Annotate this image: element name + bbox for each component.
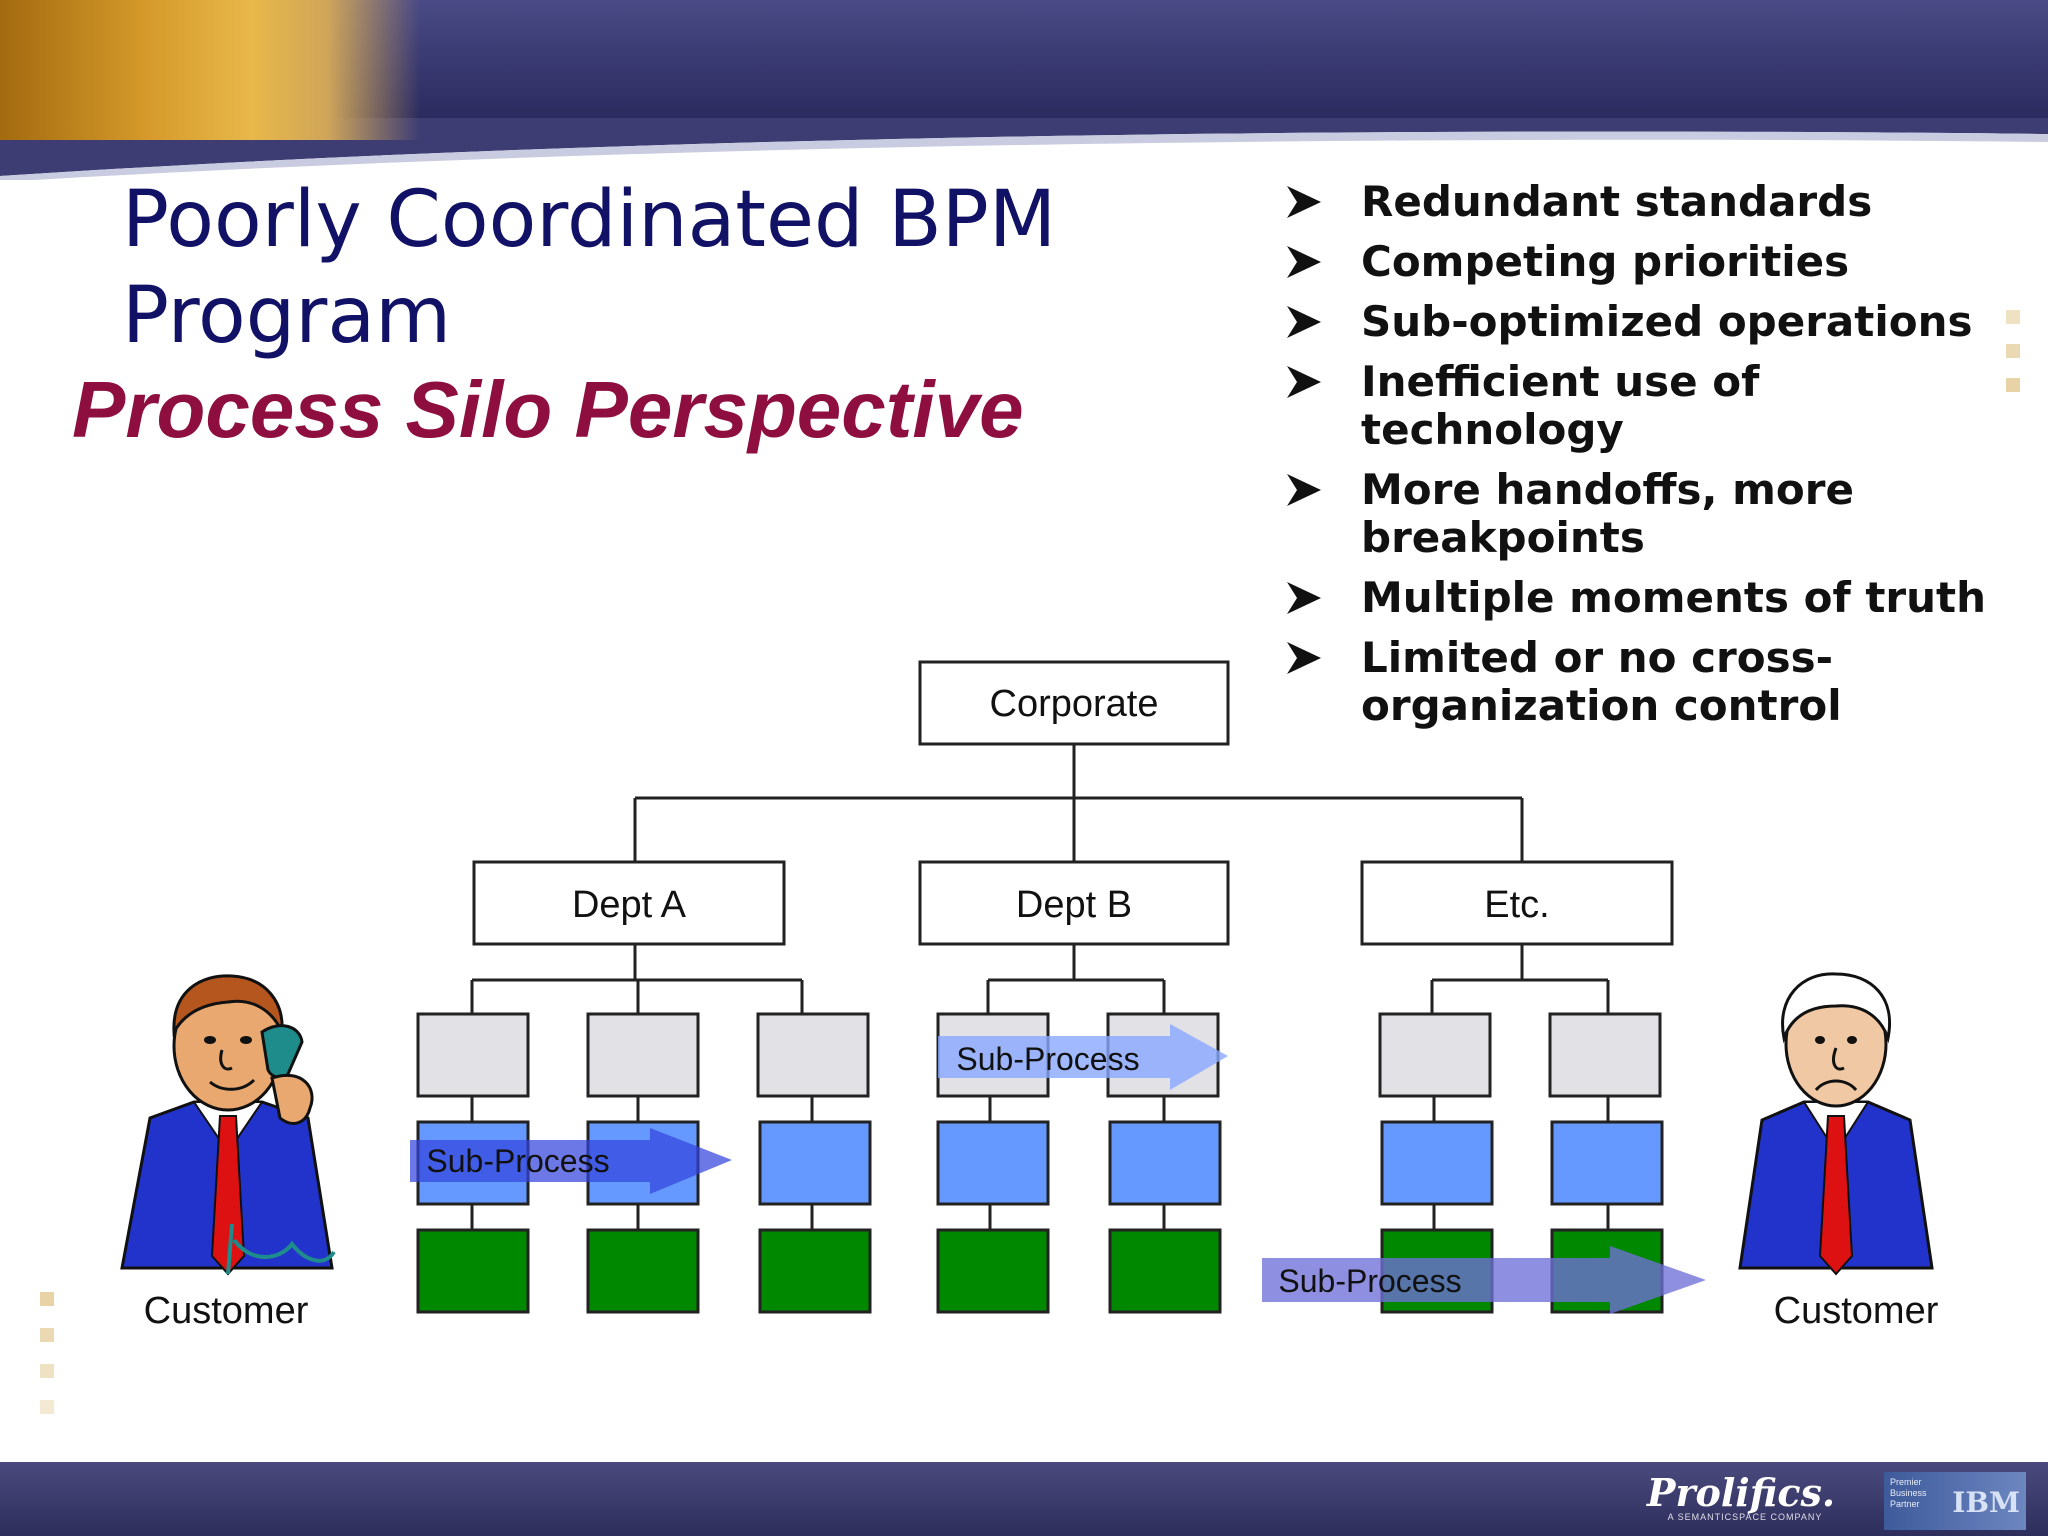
bullet-item: Inefficient use of technology <box>1285 358 2015 454</box>
bullet-item: More handoffs, more breakpoints <box>1285 466 2015 562</box>
slide-title: Poorly Coordinated BPM Program <box>122 175 1057 361</box>
arrowhead-bullet-icon <box>1287 306 1321 338</box>
unit-box-green <box>1108 1228 1222 1314</box>
header-banner <box>0 0 2048 182</box>
bullet-item: Redundant standards <box>1285 178 2015 226</box>
arrowhead-bullet-icon <box>1287 582 1321 614</box>
subprocess-label: Sub-Process <box>426 1143 609 1179</box>
customer-right-label: Customer <box>1773 1290 1939 1332</box>
decorative-dots-left <box>40 1292 54 1414</box>
dept-etc-box <box>1360 860 1674 946</box>
arrowhead-bullet-icon <box>1287 642 1321 674</box>
arrowhead-bullet-icon <box>1287 246 1321 278</box>
arrowhead-bullet-icon <box>1287 366 1321 398</box>
bullet-list: Redundant standards Competing priorities… <box>1285 178 2015 742</box>
corporate-box <box>918 660 1230 746</box>
subprocess-arrow-etc <box>1262 1246 1706 1314</box>
unit-box-gray <box>1378 1012 1492 1098</box>
connector-lines <box>470 744 1610 1230</box>
dept-a-box <box>472 860 786 946</box>
unit-box-blue <box>1550 1120 1664 1206</box>
unit-box-gray <box>756 1012 870 1098</box>
decorative-dots-right <box>2006 310 2020 392</box>
bullet-text: Competing priorities <box>1361 237 1850 286</box>
prolifics-logo: Prolifics. <box>1646 1470 1836 1515</box>
bullet-text: More handoffs, more breakpoints <box>1361 465 1854 562</box>
unit-box-green <box>758 1228 872 1314</box>
frowning-customer-icon <box>1738 972 1934 1276</box>
arrowhead-bullet-icon <box>1287 186 1321 218</box>
unit-box-gray <box>586 1012 700 1098</box>
dept-etc-label: Etc. <box>1484 884 1549 926</box>
partner-text: Premier Business Partner <box>1890 1477 1927 1509</box>
bullet-item: Multiple moments of truth <box>1285 574 2015 622</box>
bullet-item: Competing priorities <box>1285 238 2015 286</box>
unit-box-blue <box>1380 1120 1494 1206</box>
footer-bar <box>0 1462 2048 1536</box>
ibm-logo-icon: IBM <box>1952 1486 2020 1519</box>
unit-box-gray <box>416 1012 530 1098</box>
unit-box-green <box>936 1228 1050 1314</box>
arrowhead-bullet-icon <box>1287 474 1321 506</box>
bullet-text: Sub-optimized operations <box>1361 297 1973 346</box>
unit-box-blue <box>758 1120 872 1206</box>
ibm-partner-logo: Premier Business Partner IBM <box>1884 1472 2026 1530</box>
bullet-item: Sub-optimized operations <box>1285 298 2015 346</box>
slide-subtitle: Process Silo Perspective <box>72 365 1024 454</box>
customer-on-phone-icon <box>120 974 336 1276</box>
unit-box-green <box>586 1228 700 1314</box>
header-photo-image <box>0 0 420 140</box>
customer-left-label: Customer <box>143 1290 309 1332</box>
dept-b-label: Dept B <box>1016 884 1132 926</box>
unit-box-blue <box>936 1120 1050 1206</box>
subprocess-arrow-dept-a <box>410 1128 732 1194</box>
dept-a-label: Dept A <box>572 884 687 926</box>
bullet-text: Inefficient use of technology <box>1361 357 1760 454</box>
bullet-item: Limited or no cross-organization control <box>1285 634 2015 730</box>
dept-b-box <box>918 860 1230 946</box>
subprocess-arrow-dept-b <box>938 1024 1228 1090</box>
prolifics-tagline: A SEMANTICSPACE COMPANY <box>1667 1512 1823 1522</box>
unit-box-green <box>416 1228 530 1314</box>
subprocess-label: Sub-Process <box>956 1041 1139 1077</box>
unit-box-gray <box>1548 1012 1662 1098</box>
bullet-text: Multiple moments of truth <box>1361 573 1987 622</box>
subprocess-label: Sub-Process <box>1278 1263 1461 1299</box>
bullet-text: Limited or no cross-organization control <box>1361 633 1842 730</box>
corporate-label: Corporate <box>990 683 1159 725</box>
bullet-text: Redundant standards <box>1361 177 1873 226</box>
unit-box-blue <box>1108 1120 1222 1206</box>
